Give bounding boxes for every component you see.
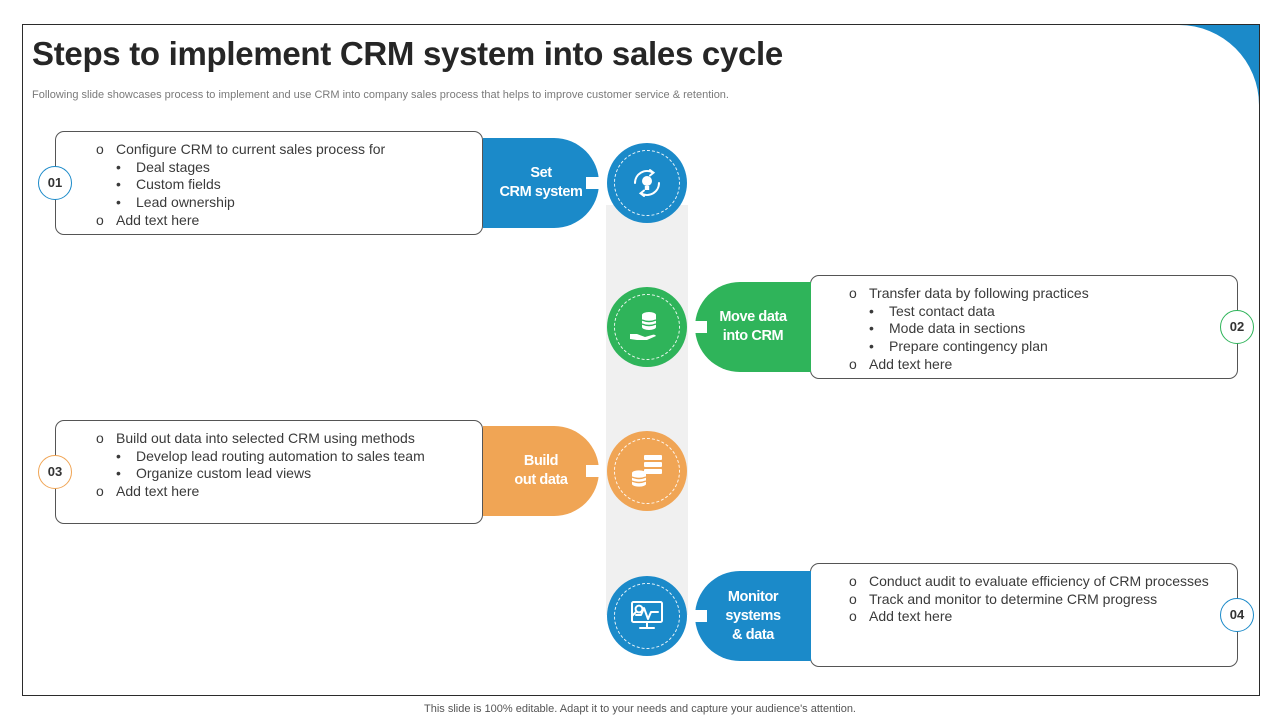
label-line: CRM system xyxy=(499,184,583,200)
bullet-text: Deal stages xyxy=(136,158,210,175)
step-04-number-badge: 04 xyxy=(1220,598,1254,632)
step-01-icon-circle xyxy=(607,143,687,223)
bullet-marker: • xyxy=(116,176,121,193)
bullet-marker: • xyxy=(869,338,874,355)
label-line: & data xyxy=(732,626,774,643)
sub-bullet-item: • Develop lead routing automation to sale… xyxy=(96,448,468,466)
step-02-connector xyxy=(689,321,707,333)
bullet-text: Build out data into selected CRM using m… xyxy=(116,430,415,446)
timeline-spine xyxy=(606,205,688,615)
step-04-list: o Conduct audit to evaluate efficiency of… xyxy=(849,573,1223,626)
database-stack-icon xyxy=(631,455,662,487)
sub-bullet-item: • Organize custom lead views xyxy=(96,465,468,483)
bullet-item: o Add text here xyxy=(96,212,468,230)
monitor-analytics-icon xyxy=(631,601,663,629)
step-01-list: o Configure CRM to current sales process … xyxy=(96,141,468,230)
label-line: Build xyxy=(523,453,559,469)
step-01-connector xyxy=(586,177,604,189)
bullet-marker: o xyxy=(849,355,857,372)
bullet-item: o Track and monitor to determine CRM prog… xyxy=(849,591,1223,609)
step-03-label: Build out data xyxy=(483,426,599,516)
bullet-text: Organize custom lead views xyxy=(136,465,312,482)
bullet-text: Test contact data xyxy=(889,302,995,319)
label-line: Move data xyxy=(719,309,787,325)
sub-bullet-item: • Test contact data xyxy=(849,303,1223,321)
step-01-number-badge: 01 xyxy=(38,166,72,200)
bullet-marker: o xyxy=(849,285,857,301)
sub-bullet-item: • Deal stages xyxy=(96,159,468,177)
bullet-item: o Build out data into selected CRM using … xyxy=(96,430,468,448)
bullet-text: Add text here xyxy=(116,211,200,228)
step-03-number-badge: 03 xyxy=(38,455,72,489)
sub-bullet-item: • Mode data in sections xyxy=(849,320,1223,338)
bullet-marker: • xyxy=(869,302,874,319)
bullet-marker: o xyxy=(849,573,857,589)
bullet-marker: o xyxy=(849,608,857,625)
step-04-label: Monitor systems & data xyxy=(695,571,811,661)
step-03-icon-circle xyxy=(607,431,687,511)
label-line: Monitor xyxy=(727,588,779,605)
step-04-icon-circle xyxy=(607,576,687,656)
step-03-list: o Build out data into selected CRM using … xyxy=(96,430,468,501)
bullet-item: o Configure CRM to current sales process … xyxy=(96,141,468,159)
bullet-marker: • xyxy=(116,158,121,175)
slide-subtitle: Following slide showcases process to imp… xyxy=(32,89,729,101)
bullet-text: Add text here xyxy=(869,355,953,372)
sub-bullet-item: • Prepare contingency plan xyxy=(849,338,1223,356)
step-04-card: o Conduct audit to evaluate efficiency of… xyxy=(810,563,1238,667)
bullet-text: Add text here xyxy=(869,608,953,625)
label-line: Set xyxy=(530,165,552,181)
database-hand-icon xyxy=(630,312,657,340)
corner-accent xyxy=(1179,25,1259,105)
bullet-text: Develop lead routing automation to sales… xyxy=(136,447,425,464)
bullet-item: o Add text here xyxy=(96,483,468,501)
bullet-text: Add text here xyxy=(116,483,200,500)
bullet-item: o Transfer data by following practices xyxy=(849,285,1223,303)
bullet-text: Track and monitor to determine CRM progr… xyxy=(869,590,1158,607)
label-line: into CRM xyxy=(722,328,784,344)
bullet-marker: o xyxy=(96,483,104,500)
bullet-item: o Add text here xyxy=(849,356,1223,374)
bullet-marker: • xyxy=(116,194,121,211)
bullet-text: Custom fields xyxy=(136,176,221,193)
sub-bullet-item: • Custom fields xyxy=(96,176,468,194)
bullet-marker: • xyxy=(116,447,121,464)
bullet-marker: o xyxy=(96,430,104,446)
step-02-icon-circle xyxy=(607,287,687,367)
bullet-text: Transfer data by following practices xyxy=(869,285,1089,301)
bullet-item: o Conduct audit to evaluate efficiency of… xyxy=(849,573,1223,591)
step-03-card: o Build out data into selected CRM using … xyxy=(55,420,483,524)
bullet-marker: • xyxy=(116,465,121,482)
step-03-connector xyxy=(586,465,604,477)
step-04-connector xyxy=(689,610,707,622)
bullet-text: Configure CRM to current sales process f… xyxy=(116,141,386,157)
bullet-marker: o xyxy=(849,590,857,607)
bullet-marker: o xyxy=(96,141,104,157)
footer-note: This slide is 100% editable. Adapt it to… xyxy=(424,703,856,715)
bullet-text: Mode data in sections xyxy=(889,320,1026,337)
step-02-number-badge: 02 xyxy=(1220,310,1254,344)
bullet-text: Lead ownership xyxy=(136,194,235,211)
step-01-card: o Configure CRM to current sales process … xyxy=(55,131,483,235)
bullet-marker: • xyxy=(869,320,874,337)
label-line: systems xyxy=(725,607,781,624)
lightbulb-cycle-icon xyxy=(634,169,660,197)
slide-title: Steps to implement CRM system into sales… xyxy=(32,35,783,72)
bullet-item: o Add text here xyxy=(849,608,1223,626)
label-line: out data xyxy=(514,472,568,488)
bullet-text: Prepare contingency plan xyxy=(889,338,1048,355)
bullet-text: Conduct audit to evaluate efficiency of … xyxy=(869,573,1209,589)
bullet-marker: o xyxy=(96,211,104,228)
step-02-label: Move data into CRM xyxy=(695,282,811,372)
sub-bullet-item: • Lead ownership xyxy=(96,194,468,212)
